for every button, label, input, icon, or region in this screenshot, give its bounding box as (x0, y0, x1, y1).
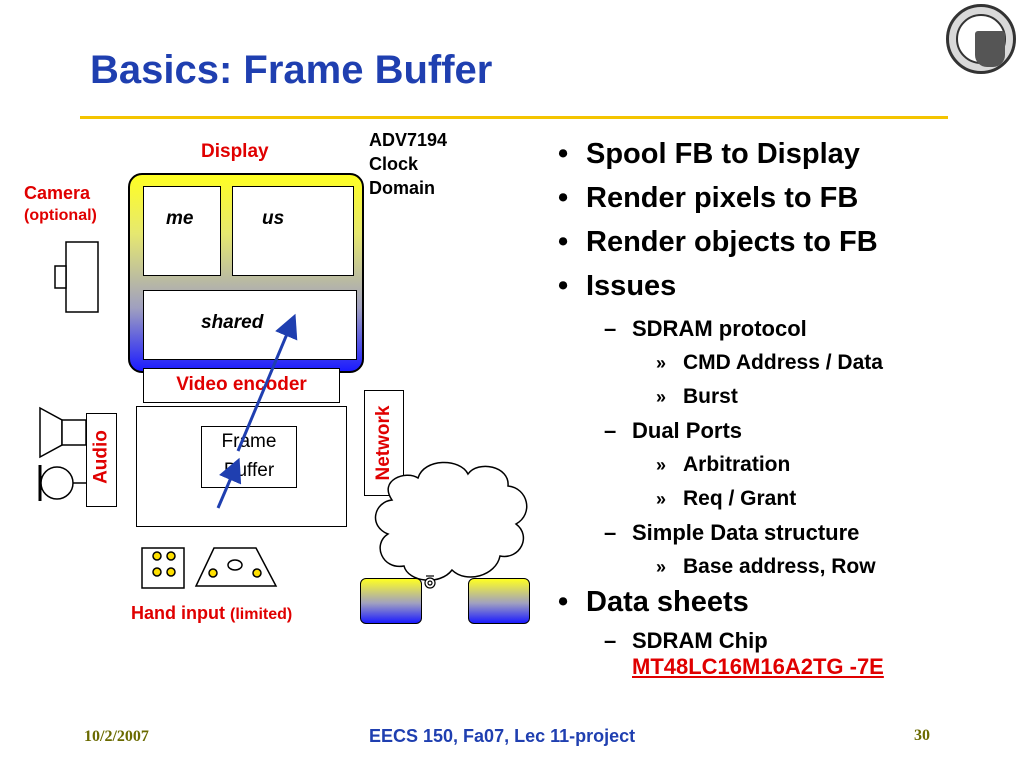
bullet-simple-data: –Simple Data structure (604, 520, 860, 545)
camera-label: Camera (24, 183, 91, 203)
microphone-icon (38, 465, 86, 501)
bullet-burst: »Burst (656, 385, 738, 408)
bullet-dual-ports: –Dual Ports (604, 418, 743, 443)
bullet-req-grant: »Req / Grant (656, 487, 797, 510)
bullet-cmd-address: »CMD Address / Data (656, 351, 883, 374)
bullet-base-address: »Base address, Row (656, 555, 876, 578)
slide-title: Basics: Frame Buffer (90, 48, 493, 92)
cloud-icon (374, 461, 528, 581)
bullet-sdram-protocol: –SDRAM protocol (604, 316, 807, 341)
game-controller-icon (194, 547, 278, 587)
video-encoder-box (143, 368, 340, 403)
display-label: Display (201, 141, 269, 162)
remote-display-right (468, 578, 530, 624)
bullet-list: •Spool FB to Display •Render pixels to F… (552, 136, 1012, 692)
us-region (232, 186, 354, 276)
footer-course: EECS 150, Fa07, Lec 11-project (369, 726, 636, 746)
shared-label: shared (201, 312, 264, 333)
hand-input-text: Hand input (131, 603, 225, 623)
us-label: us (262, 208, 285, 229)
sdram-datasheet-link[interactable]: MT48LC16M16A2TG -7E (632, 654, 884, 679)
footer-date: 10/2/2007 (84, 728, 149, 745)
video-encoder-label: Video encoder (176, 374, 307, 395)
speaker-icon (39, 406, 87, 459)
me-label: me (166, 208, 194, 229)
bullet-render-pixels: •Render pixels to FB (558, 182, 859, 214)
bullet-sdram-chip: –SDRAM Chip MT48LC16M16A2TG -7E (552, 628, 1012, 692)
me-region (143, 186, 221, 276)
clock-domain-line-3: Domain (369, 178, 436, 198)
clock-domain-line-2: Clock (369, 154, 419, 174)
university-seal-icon (946, 4, 1016, 74)
camera-icon (54, 241, 99, 313)
bullet-arbitration: »Arbitration (656, 453, 791, 476)
camera-optional-note: (optional) (24, 207, 97, 224)
clock-domain-label: ADV7194 Clock Domain (369, 128, 447, 200)
write-arrow (216, 457, 242, 509)
clock-domain-line-1: ADV7194 (369, 130, 448, 150)
bullet-render-objects: •Render objects to FB (558, 226, 878, 258)
hand-input-label: Hand input (limited) (131, 603, 292, 624)
bullet-issues: •Issues (558, 270, 677, 302)
keypad-icon (141, 547, 185, 589)
hand-input-note: (limited) (230, 606, 293, 623)
bullet-spool: •Spool FB to Display (558, 138, 860, 170)
frame-buffer-box (201, 426, 297, 488)
render-arrow (236, 313, 298, 452)
frame-buffer-line-1: Frame (221, 431, 277, 452)
title-divider (80, 116, 948, 119)
shared-region (143, 290, 357, 360)
network-connector-icon (424, 575, 436, 589)
remote-display-left (360, 578, 422, 624)
bullet-data-sheets: •Data sheets (558, 586, 749, 618)
footer-page-number: 30 (914, 727, 930, 744)
audio-box (86, 413, 117, 507)
